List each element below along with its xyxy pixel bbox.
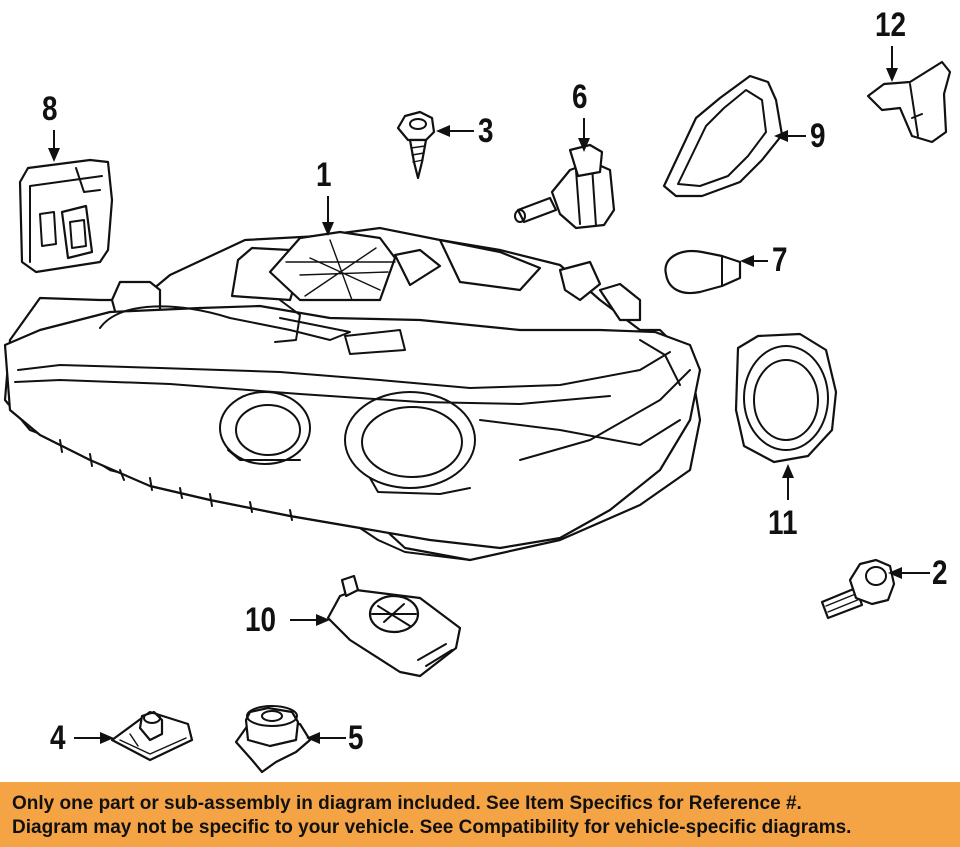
disclaimer-line-1: Only one part or sub-assembly in diagram… xyxy=(12,793,802,814)
callout-2: 2 xyxy=(932,554,948,592)
disclaimer-line-2: Diagram may not be specific to your vehi… xyxy=(12,817,852,838)
callout-8: 8 xyxy=(42,90,58,128)
parts-diagram xyxy=(3,46,952,774)
clip-nut-part-4 xyxy=(110,710,194,762)
callout-9: 9 xyxy=(810,117,826,155)
leader-lines xyxy=(48,46,930,744)
headlamp-assembly xyxy=(3,226,702,562)
callout-4: 4 xyxy=(50,719,66,757)
callout-12: 12 xyxy=(875,6,907,44)
cover-plate-part-9 xyxy=(662,74,784,198)
disclaimer-banner: Only one part or sub-assembly in diagram… xyxy=(0,782,960,847)
callout-10: 10 xyxy=(245,601,277,639)
screw-part-3 xyxy=(396,110,436,180)
callout-5: 5 xyxy=(348,719,364,757)
igniter-part-10 xyxy=(326,574,462,678)
seal-ring-part-11 xyxy=(734,332,838,464)
callout-1: 1 xyxy=(316,156,332,194)
bulb-part-7 xyxy=(664,250,742,295)
grommet-part-5 xyxy=(234,705,312,774)
callout-11: 11 xyxy=(768,504,798,542)
control-module-part-8 xyxy=(18,158,114,274)
bolt-part-2 xyxy=(820,558,896,620)
mounting-bracket-part-12 xyxy=(866,60,952,144)
callout-6: 6 xyxy=(572,78,588,116)
callout-7: 7 xyxy=(772,241,788,279)
bulb-part-6 xyxy=(514,143,616,230)
callout-3: 3 xyxy=(478,112,494,150)
